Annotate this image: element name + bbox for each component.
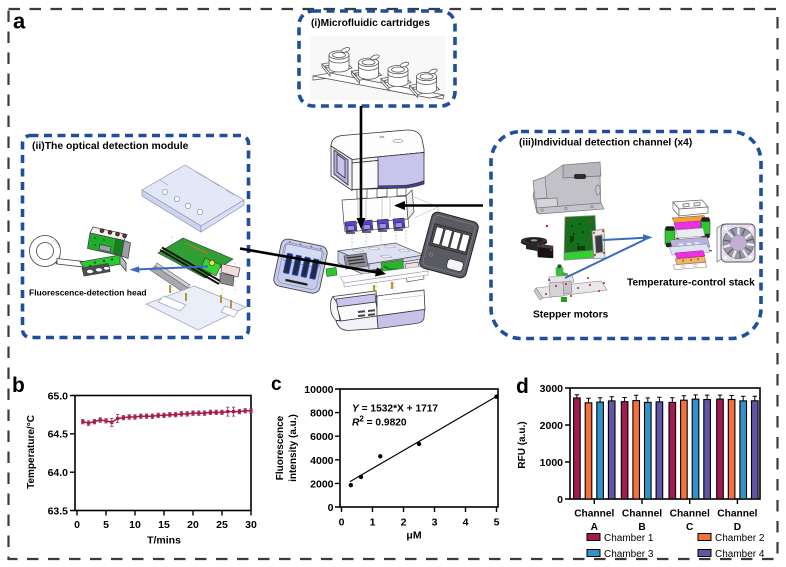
svg-text:0: 0 [328,502,334,514]
svg-text:0: 0 [557,494,563,506]
svg-text:20: 20 [187,519,199,531]
svg-text:Chamber 4: Chamber 4 [715,549,765,560]
svg-text:1000: 1000 [540,457,564,469]
svg-text:intensity (a.u.): intensity (a.u.) [288,414,299,482]
svg-text:T/mins: T/mins [147,535,181,547]
svg-text:2000: 2000 [310,478,334,490]
svg-text:A: A [591,522,599,533]
svg-text:(ii)The optical detection modu: (ii)The optical detection module [32,141,189,152]
svg-text:64.0: 64.0 [48,467,69,479]
svg-text:15: 15 [158,519,170,531]
svg-text:4: 4 [463,517,469,529]
svg-text:6000: 6000 [310,431,334,443]
svg-text:(iii)Individual detection chan: (iii)Individual detection channel (x4) [519,138,692,149]
svg-text:8000: 8000 [310,408,334,420]
svg-text:63.5: 63.5 [48,505,69,517]
svg-text:Chamber 3: Chamber 3 [604,549,654,560]
svg-text:D: D [734,522,741,533]
svg-text:Fluorescence-detection head: Fluorescence-detection head [29,288,147,298]
svg-text:30: 30 [245,519,257,531]
svg-text:10: 10 [129,519,141,531]
svg-text:b: b [12,374,25,397]
svg-text:RFU (a.u.): RFU (a.u.) [517,421,528,468]
svg-text:0: 0 [339,517,345,529]
svg-text:Chamber 1: Chamber 1 [604,533,654,544]
svg-text:d: d [516,375,529,398]
svg-text:Channel: Channel [717,509,757,520]
svg-text:Fluorescence: Fluorescence [275,415,286,480]
svg-text:5: 5 [103,519,109,531]
svg-text:65.0: 65.0 [48,390,69,402]
svg-text:B: B [638,522,645,533]
svg-text:(i)Microfluidic cartridges: (i)Microfluidic cartridges [311,18,430,29]
svg-text:4000: 4000 [310,455,334,467]
svg-text:25: 25 [216,519,228,531]
svg-text:2: 2 [401,517,407,529]
svg-text:Chamber 2: Chamber 2 [715,533,765,544]
svg-text:μM: μM [406,530,421,542]
svg-text:Stepper motors: Stepper motors [533,310,609,321]
svg-text:64.5: 64.5 [48,429,69,441]
svg-text:c: c [271,374,282,395]
svg-text:0: 0 [74,519,80,531]
svg-text:Channel: Channel [574,509,614,520]
svg-text:R2 = 0.9820: R2 = 0.9820 [352,415,407,429]
svg-text:C: C [686,522,694,533]
svg-text:1: 1 [370,517,376,529]
svg-text:3000: 3000 [540,383,564,395]
svg-text:Temperature-control stack: Temperature-control stack [627,278,755,289]
svg-text:5: 5 [494,517,500,529]
svg-text:10000: 10000 [304,384,333,396]
svg-text:a: a [13,9,26,34]
svg-text:2000: 2000 [540,420,564,432]
svg-text:3: 3 [432,517,438,529]
svg-text:Temperature/°C: Temperature/°C [26,415,37,489]
svg-text:Y = 1532*X + 1717: Y = 1532*X + 1717 [352,404,438,415]
svg-text:Channel: Channel [670,509,710,520]
svg-text:Channel: Channel [622,509,662,520]
